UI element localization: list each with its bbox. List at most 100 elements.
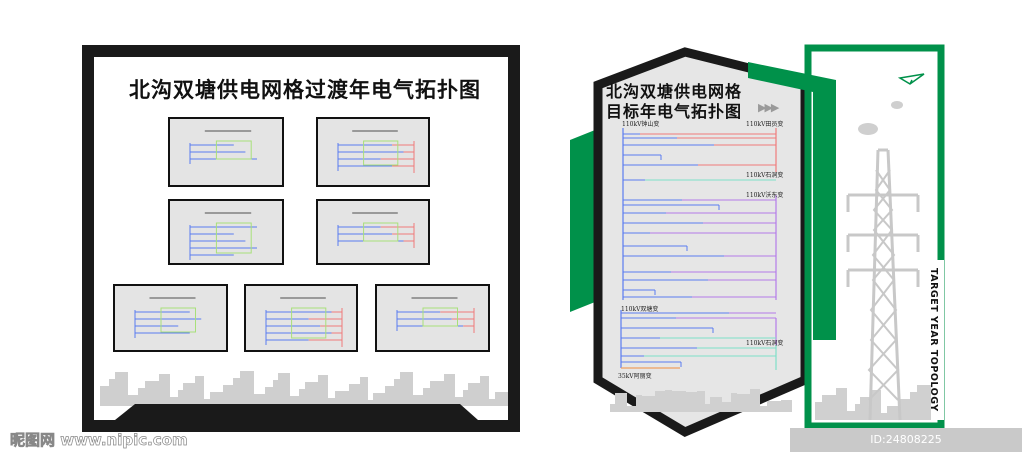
building-shape [655,391,665,412]
building-shape [686,392,697,412]
mini-topology-panel [168,117,284,187]
transmission-tower-icon [846,148,920,421]
mini-topology-diagram [337,130,415,173]
building-shape [278,373,290,406]
mini-topology-diagram [396,297,475,333]
building-shape [430,381,444,406]
building-shape [881,413,887,420]
building-shape [468,383,480,406]
substation-label: 110kV钟山变 [622,121,660,128]
building-shape [710,397,722,412]
substation-label: 110kV田员变 [746,121,784,128]
grid-area-box [363,140,399,166]
artwork-canvas [82,44,945,438]
building-shape [178,390,183,406]
target-year-topology-text: TARGET YEAR TOPOLOGY [928,268,939,412]
building-shape [672,391,686,412]
mini-topology-panel [168,199,284,265]
building-shape [731,393,737,412]
building-shape [400,372,413,406]
building-shape [480,376,489,406]
substation-label: 35kV阿丽变 [618,373,652,380]
mini-topology-panel [316,117,430,187]
mini-topology-diagram [134,297,202,338]
building-shape [423,388,430,406]
building-shape [455,397,463,406]
building-shape [910,392,917,420]
left-board-base [115,404,478,420]
grid-area-box [291,307,327,339]
building-shape [781,400,792,412]
building-shape [265,387,273,406]
building-shape [145,381,159,406]
building-shape [836,388,847,420]
grid-area-box [422,307,458,327]
building-shape [210,392,223,406]
building-shape [170,397,178,406]
mini-topology-panel [244,284,358,352]
building-shape [240,371,254,406]
watermark-id: ID:24808225 NO:20200723111824780000 [790,428,1022,470]
building-shape [815,402,822,420]
building-shape [822,395,836,420]
building-shape [385,386,394,406]
building-shape [750,389,760,412]
building-shape [697,391,705,412]
building-shape [636,395,642,412]
building-shape [128,395,138,406]
building-shape [109,379,115,406]
paper-plane-icon [897,73,925,85]
left-board-frame [82,45,520,432]
building-shape [767,401,781,412]
building-shape [394,379,400,406]
building-shape [100,386,109,406]
building-shape [642,396,655,412]
mini-topology-diagram [265,297,343,347]
cloud-icon [891,101,903,109]
mini-topology-panel [375,284,490,352]
substation-label: 110kV双塘变 [621,306,659,313]
building-shape [204,399,210,406]
frame-gap [922,260,944,420]
topology-lines [620,128,777,370]
building-shape [855,404,860,420]
watermark-site: 昵图网 www.nipic.com [10,431,188,450]
mini-topology-panel [316,199,430,265]
building-shape [373,393,385,406]
building-shape [615,393,627,412]
building-shape [495,392,508,406]
title-line-1: 北沟双塘供电网格 [606,82,743,101]
building-shape [254,394,265,406]
building-shape [665,390,672,412]
building-shape [489,399,495,406]
mini-topology-diagram [337,212,415,248]
building-shape [887,406,900,420]
building-shape [159,374,170,406]
building-shape [900,399,910,420]
building-shape [290,396,299,406]
mini-topology-panel [113,284,228,352]
city-skyline-right [610,385,931,420]
mini-topology-diagram [189,130,257,164]
green-frame [804,44,945,430]
building-shape [917,385,931,420]
building-shape [872,390,881,420]
building-shape [413,395,423,406]
grid-area-box [160,307,196,333]
grid-area-box [363,222,399,242]
left-board-title: 北沟双塘供电网格过渡年电气拓扑图 [129,78,481,102]
building-shape [335,391,349,406]
building-shape [444,374,455,406]
title-line-2: 目标年电气拓扑图 [606,102,743,121]
building-shape [305,382,318,406]
substation-label: 110kV石洞变 [746,172,784,179]
mini-topology-diagram [189,212,257,260]
green-accent-left [570,128,600,312]
building-shape [349,384,360,406]
building-shape [627,406,636,412]
substation-label: 110kV石洞变 [746,340,784,347]
city-skyline-left [100,371,508,406]
building-shape [299,389,305,406]
building-shape [318,375,328,406]
grid-area-box [215,140,252,160]
